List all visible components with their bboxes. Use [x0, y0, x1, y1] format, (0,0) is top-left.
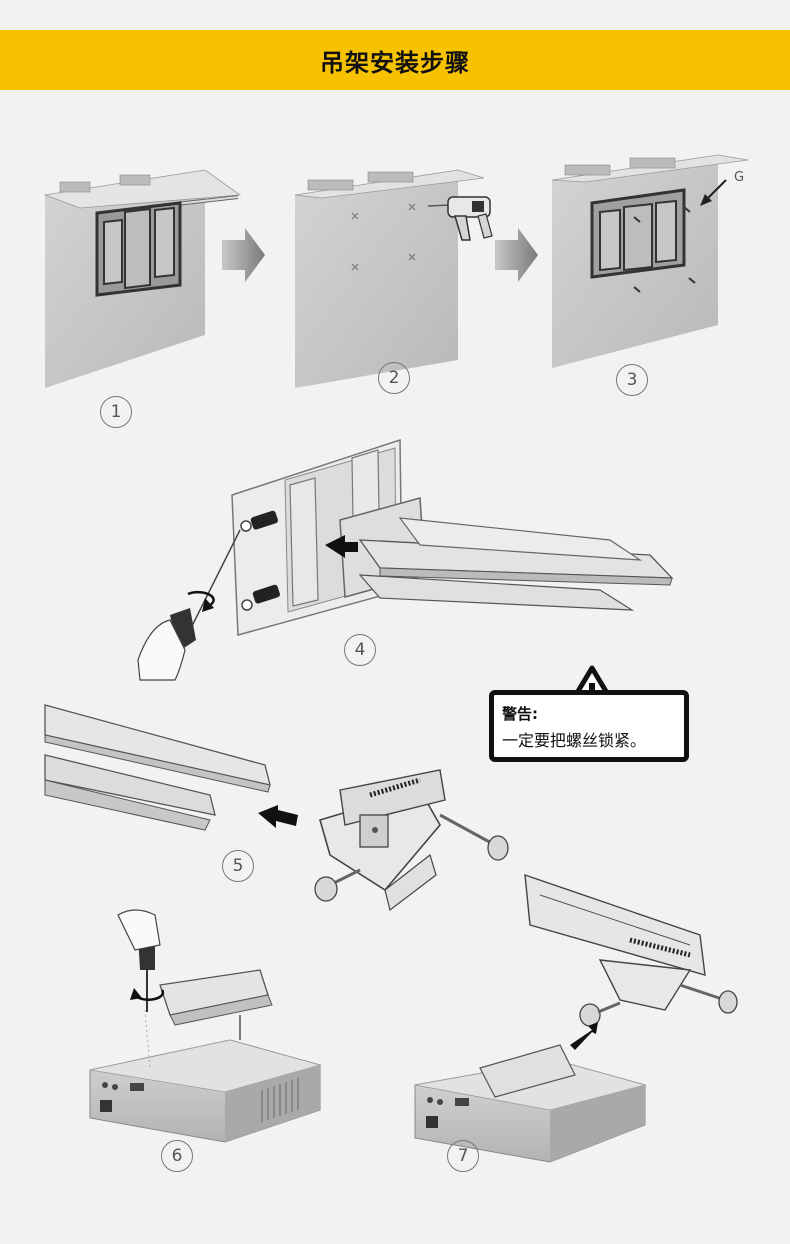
arrow-2-3 [495, 228, 538, 282]
arrow-attach [570, 1022, 598, 1050]
step4-illustration [137, 438, 674, 681]
step5-illustration [44, 704, 509, 912]
title-banner: 吊架安装步骤 [0, 30, 790, 90]
step2-illustration [294, 169, 493, 388]
header: 吊架安装步骤 [0, 0, 790, 95]
drill-icon [427, 196, 493, 241]
arrow-1-2 [222, 228, 265, 282]
step-number-5: 5 [222, 850, 254, 882]
arrow-slide [258, 805, 298, 828]
step-number-4: 4 [344, 634, 376, 666]
step1-illustration [43, 169, 242, 388]
label-g: G [734, 170, 745, 185]
step7-illustration [414, 873, 738, 1163]
arrow-insert [325, 535, 358, 558]
step-number-7: 7 [447, 1140, 479, 1172]
warning-text: 一定要把螺丝锁紧。 [502, 731, 647, 750]
warning-box: 警告: 一定要把螺丝锁紧。 [489, 690, 689, 762]
mount-clamp [314, 769, 509, 912]
wall-bracket-plate [95, 201, 182, 297]
step3-illustration [551, 154, 749, 368]
step-number-1: 1 [100, 396, 132, 428]
page-title: 吊架安装步骤 [320, 48, 470, 77]
step-number-2: 2 [378, 362, 410, 394]
warning-title: 警告: [502, 705, 538, 723]
step-number-3: 3 [616, 364, 648, 396]
step6-illustration [89, 909, 322, 1143]
step-number-6: 6 [161, 1140, 193, 1172]
